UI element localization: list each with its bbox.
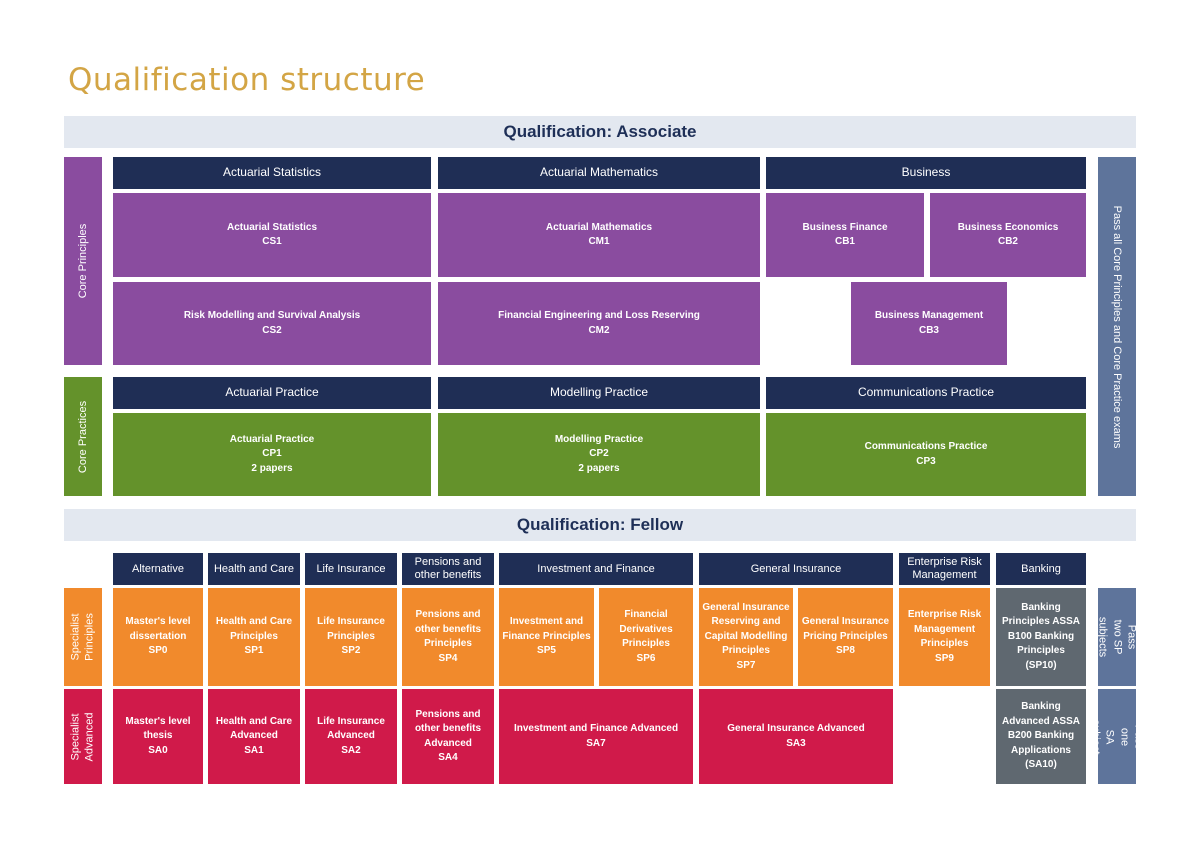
- exam-sp6[interactable]: Financial Derivatives Principles SP6: [599, 588, 693, 686]
- specialist-advanced-side-label: Specialist Advanced: [64, 689, 102, 784]
- exam-sp2[interactable]: Life Insurance Principles SP2: [305, 588, 397, 686]
- exam-cm1[interactable]: Actuarial Mathematics CM1: [438, 193, 760, 277]
- exam-sp1[interactable]: Health and Care Principles SP1: [208, 588, 300, 686]
- exam-sa4[interactable]: Pensions and other benefits Advanced SA4: [402, 689, 494, 784]
- exam-sa3[interactable]: General Insurance Advanced SA3: [699, 689, 893, 784]
- header-enterprise-risk: Enterprise Risk Management: [899, 553, 990, 585]
- page-title: Qualification structure: [68, 62, 426, 98]
- header-investment-and-finance: Investment and Finance: [499, 553, 693, 585]
- core-principles-label: Core Principles: [76, 223, 89, 299]
- associate-right-note-text: Pass all Core Principles and Core Practi…: [1111, 205, 1124, 448]
- header-alternative: Alternative: [113, 553, 203, 585]
- exam-sa0[interactable]: Master's level thesis SA0: [113, 689, 203, 784]
- specialist-advanced-label: Specialist Advanced: [69, 712, 96, 761]
- exam-cp3[interactable]: Communications Practice CP3: [766, 413, 1086, 496]
- header-actuarial-statistics: Actuarial Statistics: [113, 157, 431, 189]
- core-practices-side-label: Core Practices: [64, 377, 102, 496]
- sp-right-note-text: Pass two SP subjects: [1098, 616, 1136, 658]
- sa-right-note-text: Pass one SA subject: [1098, 719, 1136, 754]
- header-modelling-practice: Modelling Practice: [438, 377, 760, 409]
- exam-sp0[interactable]: Master's level dissertation SP0: [113, 588, 203, 686]
- header-banking: Banking: [996, 553, 1086, 585]
- sa-right-note: Pass one SA subject: [1098, 689, 1136, 784]
- exam-sa1[interactable]: Health and Care Advanced SA1: [208, 689, 300, 784]
- header-communications-practice: Communications Practice: [766, 377, 1086, 409]
- header-business: Business: [766, 157, 1086, 189]
- exam-sp8[interactable]: General Insurance Pricing Principles SP8: [798, 588, 893, 686]
- exam-sa2[interactable]: Life Insurance Advanced SA2: [305, 689, 397, 784]
- exam-sp10[interactable]: Banking Principles ASSA B100 Banking Pri…: [996, 588, 1086, 686]
- header-actuarial-practice: Actuarial Practice: [113, 377, 431, 409]
- exam-cb1[interactable]: Business Finance CB1: [766, 193, 924, 277]
- header-actuarial-mathematics: Actuarial Mathematics: [438, 157, 760, 189]
- header-pensions: Pensions and other benefits: [402, 553, 494, 585]
- exam-cm2[interactable]: Financial Engineering and Loss Reserving…: [438, 282, 760, 365]
- exam-cp2[interactable]: Modelling Practice CP2 2 papers: [438, 413, 760, 496]
- fellow-bar: Qualification: Fellow: [64, 509, 1136, 541]
- exam-sa7[interactable]: Investment and Finance Advanced SA7: [499, 689, 693, 784]
- core-principles-side-label: Core Principles: [64, 157, 102, 365]
- specialist-principles-side-label: Specialist Principles: [64, 588, 102, 686]
- sp-right-note: Pass two SP subjects: [1098, 588, 1136, 686]
- exam-sp4[interactable]: Pensions and other benefits Principles S…: [402, 588, 494, 686]
- core-practices-label: Core Practices: [76, 400, 89, 473]
- specialist-principles-label: Specialist Principles: [69, 613, 96, 661]
- exam-sp5[interactable]: Investment and Finance Principles SP5: [499, 588, 594, 686]
- exam-cs2[interactable]: Risk Modelling and Survival Analysis CS2: [113, 282, 431, 365]
- exam-cb3[interactable]: Business Management CB3: [851, 282, 1007, 365]
- exam-cp1[interactable]: Actuarial Practice CP1 2 papers: [113, 413, 431, 496]
- header-health-and-care: Health and Care: [208, 553, 300, 585]
- exam-sp7[interactable]: General Insurance Reserving and Capital …: [699, 588, 793, 686]
- exam-cb2[interactable]: Business Economics CB2: [930, 193, 1086, 277]
- exam-cs1[interactable]: Actuarial Statistics CS1: [113, 193, 431, 277]
- exam-sp9[interactable]: Enterprise Risk Management Principles SP…: [899, 588, 990, 686]
- header-life-insurance: Life Insurance: [305, 553, 397, 585]
- associate-right-note: Pass all Core Principles and Core Practi…: [1098, 157, 1136, 496]
- associate-bar: Qualification: Associate: [64, 116, 1136, 148]
- header-general-insurance: General Insurance: [699, 553, 893, 585]
- exam-sa10[interactable]: Banking Advanced ASSA B200 Banking Appli…: [996, 689, 1086, 784]
